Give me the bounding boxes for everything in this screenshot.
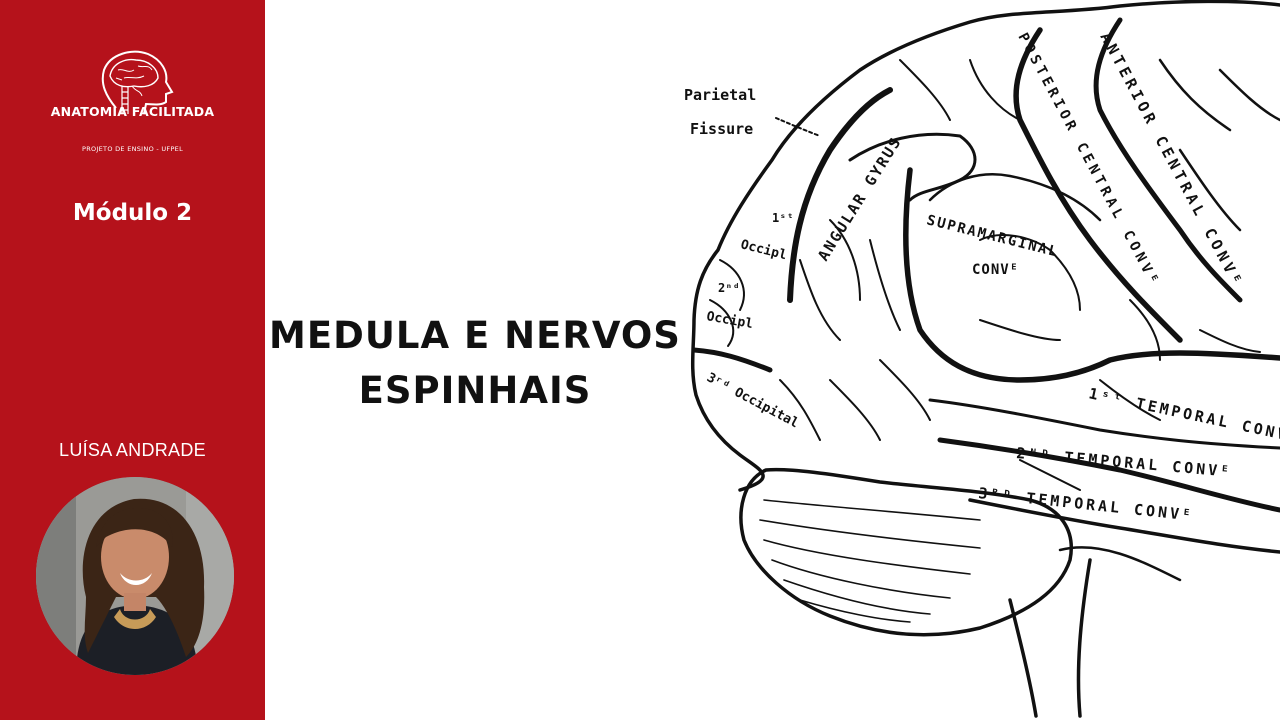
- module-label: Módulo 2: [72, 200, 193, 226]
- brain-illustration: Parietal Fissure ANTERIOR CENTRAL CONVᴱ …: [684, 0, 1280, 718]
- label-parietal: Parietal: [684, 86, 756, 104]
- logo-subtitle: PROJETO DE ENSINO - UFPEL: [81, 145, 184, 153]
- label-temporal2: 2ᴺᴰ TEMPORAL CONVᴱ: [1016, 444, 1233, 481]
- label-supramarginal: SUPRAMARGINAL: [925, 212, 1060, 260]
- label-temporal1: 1ˢᵗ TEMPORAL CONV: [1087, 384, 1280, 444]
- label-temporal3: 3ᴿᴰ TEMPORAL CONVᴱ: [978, 484, 1195, 525]
- label-fissure: Fissure: [690, 120, 753, 138]
- avatar: [36, 477, 234, 675]
- page-title: MEDULA E NERVOS ESPINHAIS: [255, 308, 695, 418]
- label-occip2-num: 2ⁿᵈ: [718, 281, 740, 295]
- sidebar: ANATOMIA FACILITADA PROJETO DE ENSINO - …: [0, 0, 265, 720]
- label-anterior-central: ANTERIOR CENTRAL CONVᴱ: [1096, 29, 1246, 291]
- title-line-2: ESPINHAIS: [358, 369, 592, 412]
- logo-title: ANATOMIA FACILITADA: [50, 104, 215, 119]
- label-supramarginal-conv: CONVᴱ: [972, 262, 1019, 278]
- label-occip1: Occipl: [739, 237, 788, 263]
- label-occip2: Occipl: [705, 309, 754, 332]
- author-name: LUÍSA ANDRADE: [59, 440, 206, 460]
- brain-head-logo-icon: [101, 50, 174, 115]
- label-occip3: 3ʳᵈ Occipital: [704, 370, 801, 431]
- author-photo-icon: [36, 477, 234, 675]
- title-line-1: MEDULA E NERVOS: [269, 314, 681, 357]
- label-occip1-num: 1ˢᵗ: [772, 211, 794, 225]
